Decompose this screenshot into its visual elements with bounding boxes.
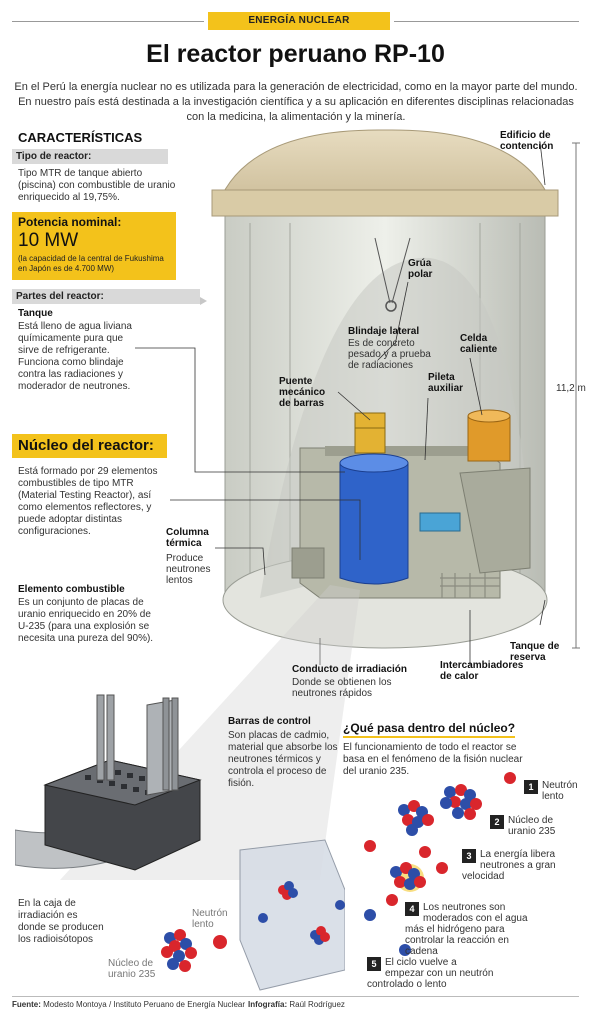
barras-text: Son placas de cadmio, material que absor… [228,730,338,789]
caracteristicas-heading: CARACTERÍSTICAS [18,130,143,145]
blindaje-text: Es de concreto pesado y a prueba de radi… [348,338,431,371]
tanque-reserva-label: Tanque de reserva [510,641,560,663]
reactor-building-illustration [211,129,580,649]
nucleo-title: Núcleo del reactor: [18,437,154,454]
section-tag: ENERGÍA NUCLEAR [208,12,390,30]
intro-text: En el Perú la energía nuclear no es util… [14,81,578,123]
puente-label: Puente mecánico de barras [279,376,326,409]
celda-label: Celda caliente [460,333,498,355]
infografia-label: Infografía: [248,1000,288,1009]
step-number-3: 3 [462,849,476,863]
conducto-title: Conducto de irradiación [292,664,408,675]
nucleo-text: Está formado por 29 elementos combustibl… [18,466,158,537]
height-label: 11,2 m [556,383,586,394]
step-3-text: La energía libera neutrones a gran veloc… [462,849,556,882]
potencia-value: 10 MW [18,230,79,251]
footer-source: Fuente: Modesto Montoya / Instituto Peru… [12,1000,245,1009]
fuente-label: Fuente: [12,1000,41,1009]
potencia-note: (la capacidad de la central de Fukushima… [18,254,164,273]
step-number-1: 1 [524,780,538,794]
edificio-label: Edificio de contención [500,130,554,152]
elemento-text: Es un conjunto de placas de uranio enriq… [18,597,154,644]
core-illustration [15,694,345,991]
caja-text: En la caja de irradiación es donde se pr… [18,898,104,945]
page-title: El reactor peruano RP-10 [146,40,445,68]
tanque-title: Tanque [18,308,53,319]
step-4-text: Los neutrones son moderados con el agua … [405,902,528,957]
pileta-label: Pileta auxiliar [428,372,464,394]
step-2: 2 Núcleo de uranio 235 [490,815,570,837]
tanque-text: Está lleno de agua liviana químicamente … [18,321,132,392]
blindaje-title: Blindaje lateral [348,326,420,337]
nucleo-box [12,434,167,458]
step-3: 3 La energía libera neutrones a gran vel… [462,849,572,882]
conducto-text: Donde se obtienen los neutrones rápidos [292,677,392,699]
process-title: ¿Qué pasa dentro del núcleo? [343,721,516,738]
header-rule-left [12,21,204,22]
potencia-box [12,212,176,280]
step-number-5: 5 [367,957,381,971]
footer-credit: Infografía: Raúl Rodríguez [248,1000,345,1009]
grua-label: Grúa polar [408,258,433,280]
step-number-4: 4 [405,902,419,916]
step-4: 4 Los neutrones son moderados con el agu… [405,902,540,957]
step-5-text: El ciclo vuelve a empezar con un neutrón… [367,957,494,990]
fuente-text: Modesto Montoya / Instituto Peruano de E… [43,1000,246,1009]
step-2-text: Núcleo de uranio 235 [508,815,556,837]
step-number-2: 2 [490,815,504,829]
neutron-lento-label: Neutrón lento [192,908,228,930]
columna-text: Produce neutrones lentos [166,553,211,586]
process-intro: El funcionamiento de todo el reactor se … [343,742,523,777]
step-1: 1 Neutrón lento [524,780,584,802]
elemento-title: Elemento combustible [18,584,125,595]
fission-diagram [364,772,516,956]
barras-title: Barras de control [228,716,311,727]
tipo-label: Tipo de reactor: [12,149,168,164]
infografia-text: Raúl Rodríguez [289,1000,345,1009]
intercambiadores-label: Intercambiadores de calor [440,660,524,682]
tipo-text: Tipo MTR de tanque abierto (piscina) con… [18,168,176,203]
step-1-text: Neutrón lento [542,780,578,802]
step-5: 5 El ciclo vuelve a empezar con un neutr… [367,957,497,990]
potencia-label: Potencia nominal: [18,215,122,229]
footer-rule [12,996,579,997]
partes-label: Partes del reactor: [12,289,200,304]
header-rule-right [394,21,579,22]
nucleo-uranio-label: Núcleo de uranio 235 [108,958,156,980]
columna-title: Columna térmica [166,527,209,549]
